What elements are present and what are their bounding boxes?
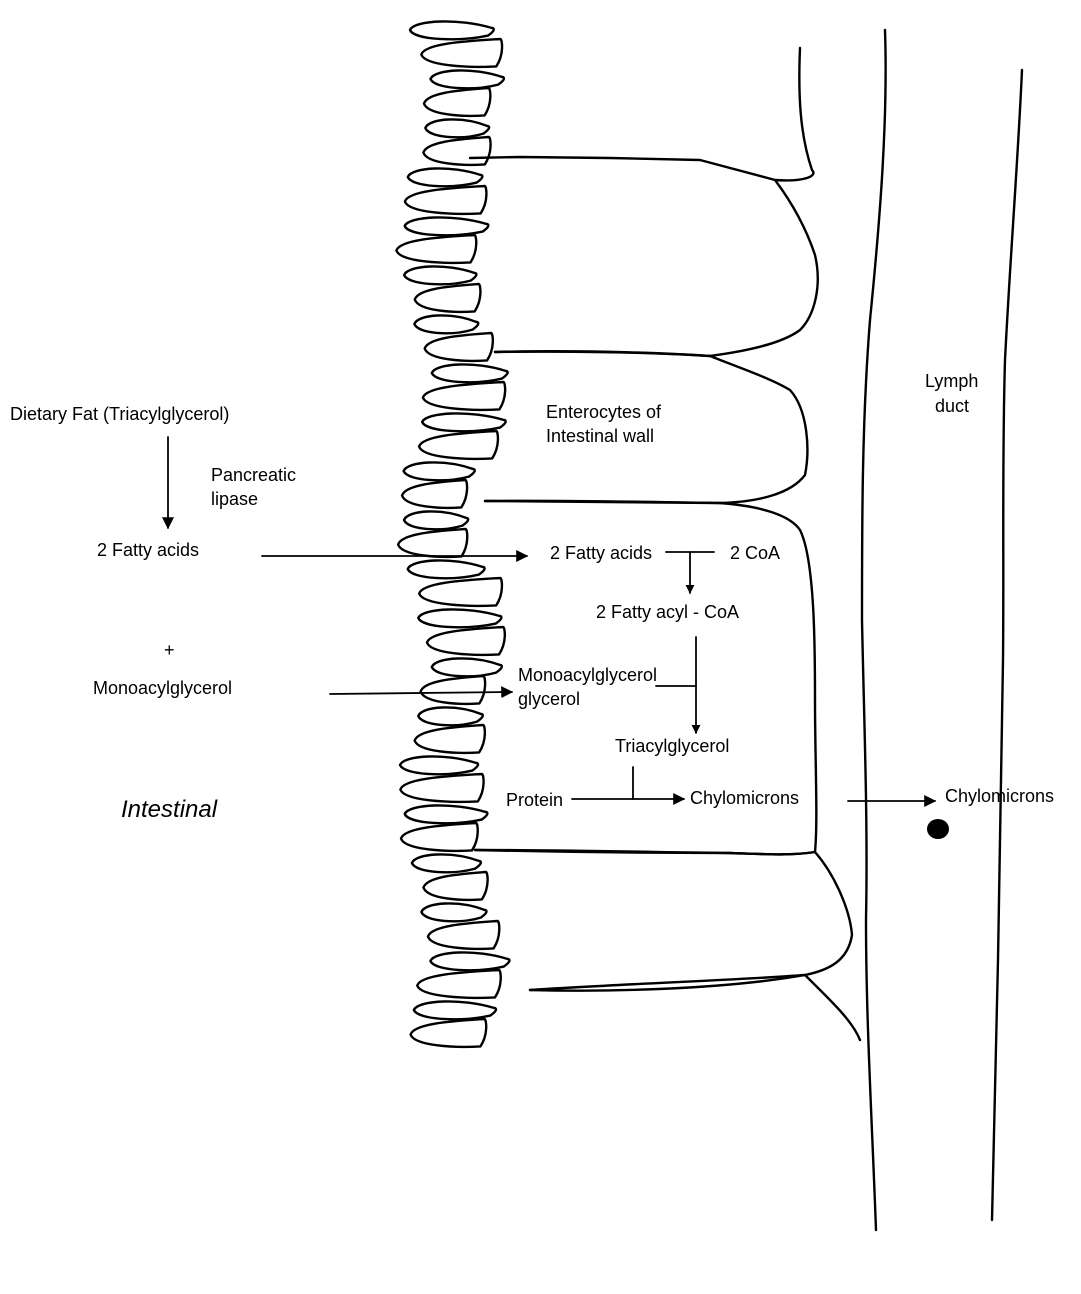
microvillus-loop: [405, 217, 489, 235]
microvillus-loop: [404, 511, 468, 529]
microvillus-loop: [422, 413, 506, 431]
label-plus: +: [164, 640, 175, 660]
microvillus-loop: [396, 235, 476, 263]
microvillus-loop: [404, 266, 476, 284]
microvillus-loop: [405, 186, 487, 214]
microvillus-loop: [419, 578, 502, 606]
microvillus-loop: [414, 315, 478, 333]
microvillus-loop: [425, 333, 493, 361]
label-fatty-acyl-coa: 2 Fatty acyl - CoA: [596, 602, 739, 622]
microvillus-loop: [423, 137, 490, 165]
chylomicron-particle: [927, 819, 949, 839]
microvillus-loop: [432, 658, 502, 676]
microvillus-loop: [423, 382, 505, 410]
label-fatty-acids-lumen: 2 Fatty acids: [97, 540, 199, 560]
label-triacylglycerol: Triacylglycerol: [615, 736, 729, 756]
enterocyte-4: [475, 850, 852, 990]
microvilli-brush-border: [396, 21, 509, 1046]
microvillus-loop: [417, 970, 501, 998]
label-chylomicrons-lymph: Chylomicrons: [945, 786, 1054, 806]
microvillus-loop: [404, 462, 475, 480]
microvillus-loop: [428, 921, 499, 949]
label-monoacylglycerol-lumen: Monoacylglycerol: [93, 678, 232, 698]
microvillus-loop: [418, 609, 501, 627]
microvillus-loop: [415, 284, 481, 312]
label-coa: 2 CoA: [730, 543, 780, 563]
pathway-arrows: [168, 437, 935, 801]
microvillus-loop: [419, 431, 498, 459]
microvillus-loop: [411, 1019, 487, 1047]
label-fatty-acids-cell: 2 Fatty acids: [550, 543, 652, 563]
label-glycerol: glycerol: [518, 689, 580, 709]
microvillus-loop: [408, 168, 483, 186]
lymph-duct-right-wall: [992, 70, 1022, 1220]
label-enterocytes: Enterocytes of: [546, 402, 662, 422]
enterocyte-bottom-open: [530, 975, 860, 1040]
diagram-labels: Dietary Fat (Triacylglycerol) Pancreatic…: [10, 371, 1054, 823]
label-intestinal: Intestinal: [121, 796, 218, 823]
microvillus-loop: [402, 480, 467, 508]
label-lymph: Lymph: [925, 371, 978, 391]
microvillus-loop: [405, 805, 488, 823]
enterocyte-top-open: [775, 48, 813, 180]
microvillus-loop: [408, 560, 485, 578]
microvillus-loop: [430, 70, 503, 88]
microvillus-loop: [401, 823, 478, 851]
microvillus-loop: [427, 627, 505, 655]
microvillus-loop: [432, 364, 508, 382]
microvillus-loop: [400, 756, 478, 774]
label-pancreatic: Pancreatic: [211, 465, 296, 485]
microvillus-loop: [400, 774, 483, 802]
microvillus-loop: [421, 903, 486, 921]
microvillus-loop: [423, 872, 487, 900]
lymph-duct-walls: [862, 30, 1022, 1230]
microvillus-loop: [414, 1001, 496, 1019]
microvillus-loop: [421, 676, 486, 704]
microvillus-loop: [421, 39, 502, 67]
microvillus-loop: [412, 854, 481, 872]
lymph-duct-left-wall: [862, 30, 886, 1230]
label-protein: Protein: [506, 790, 563, 810]
label-monoacylglycerol-cell: Monoacylglycerol: [518, 665, 657, 685]
microvillus-loop: [398, 529, 467, 557]
enterocyte-outlines: [470, 48, 860, 1040]
microvillus-loop: [430, 952, 509, 970]
microvillus-loop: [418, 707, 483, 725]
microvillus-loop: [410, 21, 494, 39]
microvillus-loop: [415, 725, 485, 753]
label-dietary-fat: Dietary Fat (Triacylglycerol): [10, 404, 229, 424]
label-chylomicrons-cell: Chylomicrons: [690, 788, 799, 808]
microvillus-loop: [425, 119, 489, 137]
microvillus-loop: [424, 88, 490, 116]
label-lipase: lipase: [211, 489, 258, 509]
label-intestinal-wall: Intestinal wall: [546, 426, 654, 446]
enterocyte-1: [470, 157, 818, 356]
label-duct: duct: [935, 396, 969, 416]
